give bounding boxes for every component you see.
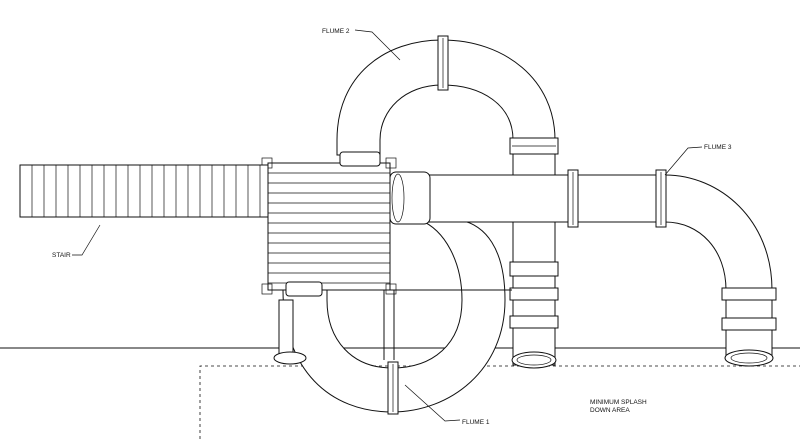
deck-boards <box>268 172 390 284</box>
flume-2-entry-tray <box>339 151 381 167</box>
flume-2-support-band <box>509 287 559 301</box>
flume-3 <box>389 169 777 367</box>
stair-leader <box>72 224 101 256</box>
flume-1-drop <box>278 299 294 359</box>
splash-area-label-line2: DOWN AREA <box>590 407 630 414</box>
flume-3-label: FLUME 3 <box>704 144 732 151</box>
flume-1-label: FLUME 1 <box>462 419 490 426</box>
stair-outline <box>19 164 269 218</box>
flume-3-support-band <box>721 317 777 331</box>
flume-2-exit <box>511 351 557 369</box>
stair-label: STAIR <box>52 252 71 259</box>
platform-tower <box>261 151 512 360</box>
flume-2-support-band <box>509 261 559 277</box>
flume-3-leader <box>664 146 703 176</box>
flume-1-exit <box>273 351 307 365</box>
platform-deck <box>267 162 391 291</box>
splash-down-area-outline <box>199 365 800 439</box>
flume-3-support-band <box>721 287 777 301</box>
flume-2 <box>336 35 559 369</box>
stair-treads <box>31 165 261 217</box>
flume-2-leader <box>354 29 401 61</box>
splash-area-label-line1: MINIMUM SPLASH <box>590 399 647 406</box>
flume-1-entry-tray <box>285 281 323 297</box>
flume-2-label: FLUME 2 <box>322 28 350 35</box>
flume-1-leader <box>404 384 461 422</box>
stair <box>19 164 269 218</box>
flume-1 <box>273 219 506 415</box>
flume-3-entry <box>389 171 431 225</box>
flume-2-support-band <box>509 315 559 329</box>
flume-3-exit <box>724 349 774 367</box>
